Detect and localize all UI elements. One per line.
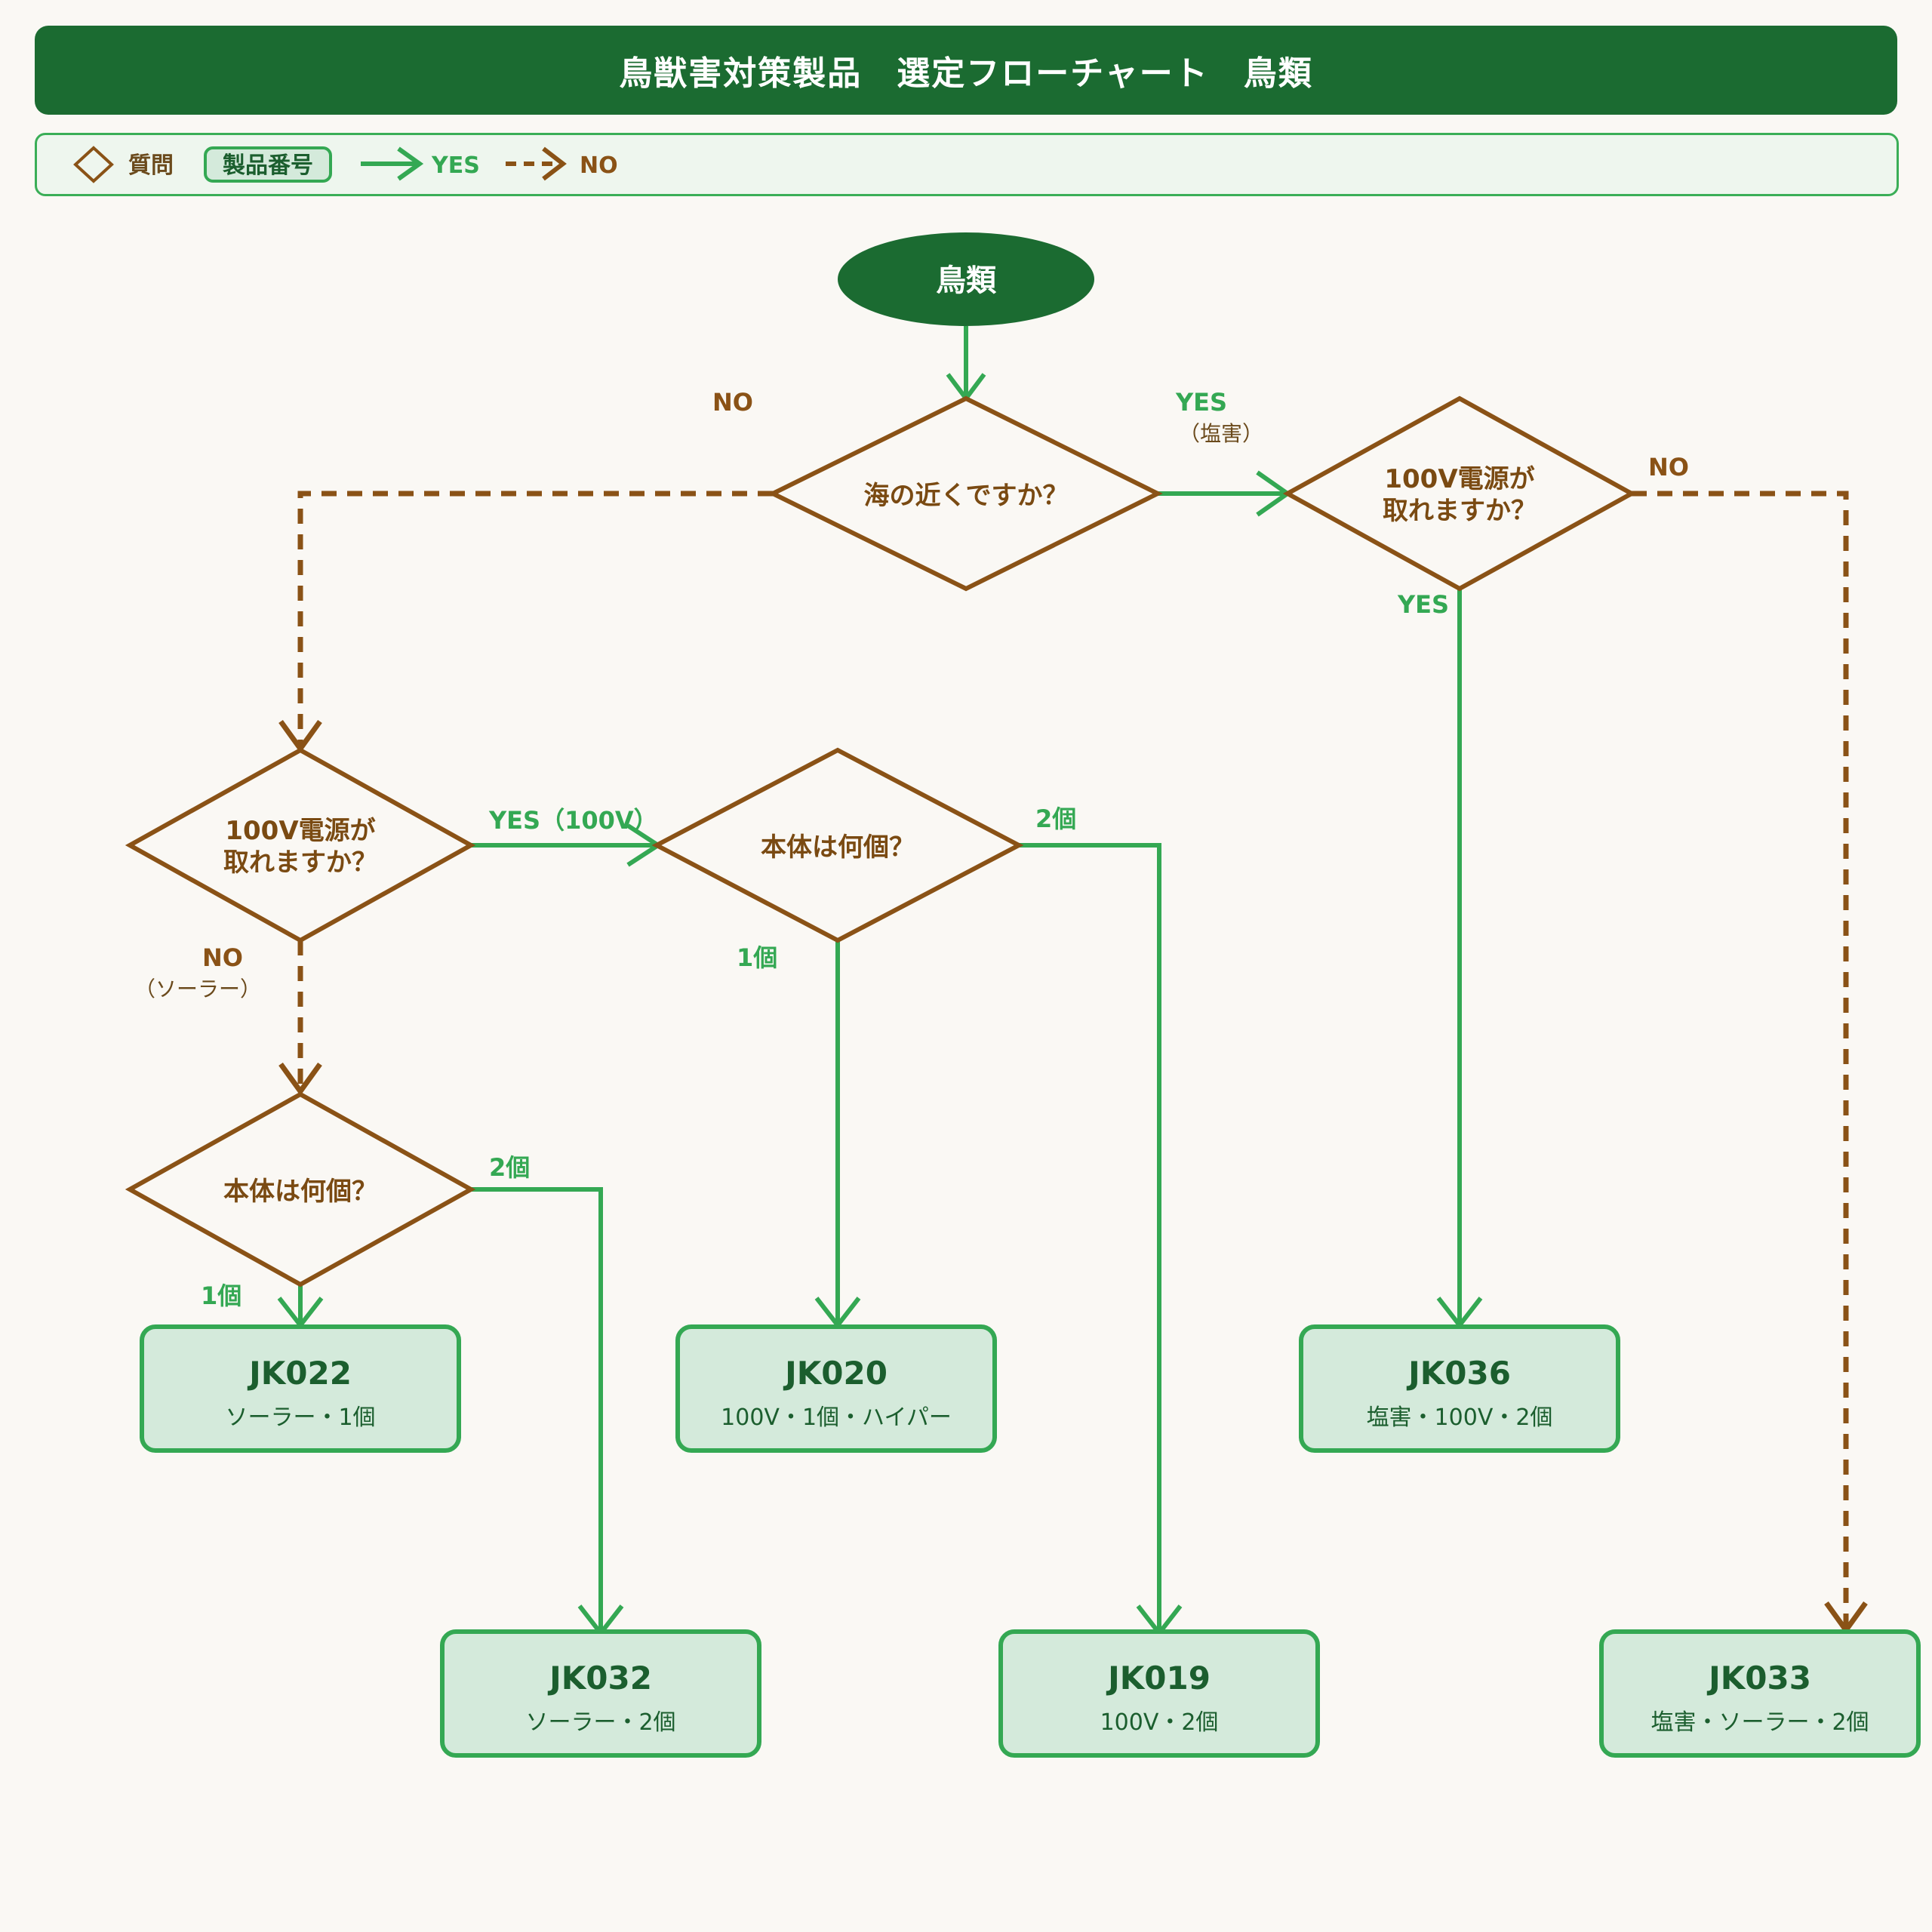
start-node	[838, 232, 1094, 326]
product-code: JK036	[1406, 1355, 1511, 1392]
decision-power-right-line2: 取れますか？	[1383, 496, 1537, 526]
legend-yes-arrowhead-icon	[397, 146, 424, 181]
product-desc: 塩害・ソーラー・2個	[1651, 1709, 1869, 1736]
label-count-left-2: 2個	[489, 1153, 530, 1182]
product-code: JK019	[1106, 1660, 1211, 1697]
label-sea-yes: YES	[1175, 388, 1227, 417]
label-count-left-1: 1個	[201, 1281, 242, 1310]
legend-product-label: 製品番号	[223, 152, 313, 179]
label-sea-no: NO	[712, 388, 753, 417]
start-label: 鳥類	[936, 263, 997, 298]
product-jk036: JK036 塩害・100V・2個	[1299, 1324, 1620, 1453]
decision-sea	[768, 395, 1163, 592]
label-power-left-no: NO	[202, 943, 243, 972]
product-desc: 100V・1個・ハイパー	[721, 1404, 952, 1431]
decision-count-mid	[651, 747, 1024, 943]
label-power-left-yes: YES（100V）	[488, 806, 658, 835]
product-code: JK033	[1706, 1660, 1811, 1697]
arrowhead-icon	[278, 1062, 322, 1096]
product-desc: 100V・2個	[1100, 1709, 1219, 1736]
product-code: JK032	[547, 1660, 652, 1697]
decision-power-left-line2: 取れますか？	[223, 848, 377, 878]
product-desc: ソーラー・1個	[225, 1404, 375, 1431]
legend-no-arrowhead-icon	[542, 146, 567, 181]
connector-count-mid-2	[1019, 843, 1161, 1633]
legend-no-label: NO	[580, 152, 618, 179]
connector-power-right-no	[1632, 491, 1849, 1627]
decision-count-left-label: 本体は何個？	[223, 1177, 377, 1207]
legend-question-label: 質問	[128, 152, 174, 179]
connector-sea-no	[297, 491, 773, 747]
product-jk019: JK019 100V・2個	[998, 1629, 1320, 1758]
product-desc: ソーラー・2個	[525, 1709, 675, 1736]
label-power-right-no: NO	[1648, 453, 1689, 481]
product-jk022: JK022 ソーラー・1個	[140, 1324, 461, 1453]
product-code: JK020	[783, 1355, 888, 1392]
decision-sea-label: 海の近くですか？	[864, 481, 1069, 511]
product-jk033: JK033 塩害・ソーラー・2個	[1599, 1629, 1921, 1758]
label-power-right-yes: YES	[1397, 590, 1449, 619]
decision-power-left	[125, 747, 476, 943]
decision-power-left-line1: 100V電源が	[225, 816, 375, 846]
no-connectors	[278, 491, 1868, 1635]
decision-count-mid-label: 本体は何個？	[761, 832, 915, 863]
label-sea-yes-sub: （塩害）	[1179, 421, 1263, 446]
legend-product-chip	[204, 146, 332, 183]
decision-power-right	[1282, 395, 1637, 592]
label-count-mid-2: 2個	[1035, 804, 1076, 833]
decision-count-left	[125, 1091, 476, 1287]
label-power-left-no-sub: （ソーラー）	[134, 977, 261, 1001]
legend-items: 質問 製品番号 YES NO	[73, 146, 618, 183]
legend	[35, 133, 1899, 196]
title-bar: 鳥獣害対策製品 選定フローチャート 鳥類	[35, 26, 1897, 115]
product-jk020: JK020 100V・1個・ハイパー	[675, 1324, 997, 1453]
legend-diamond-icon	[73, 146, 114, 183]
product-jk032: JK032 ソーラー・2個	[440, 1629, 761, 1758]
legend-yes-label: YES	[431, 152, 480, 179]
label-count-mid-1: 1個	[737, 943, 777, 972]
product-code: JK022	[247, 1355, 352, 1392]
decision-power-right-line1: 100V電源が	[1384, 464, 1534, 494]
page-title: 鳥獣害対策製品 選定フローチャート 鳥類	[619, 54, 1313, 93]
product-desc: 塩害・100V・2個	[1367, 1404, 1553, 1431]
connector-count-left-2	[471, 1187, 603, 1633]
